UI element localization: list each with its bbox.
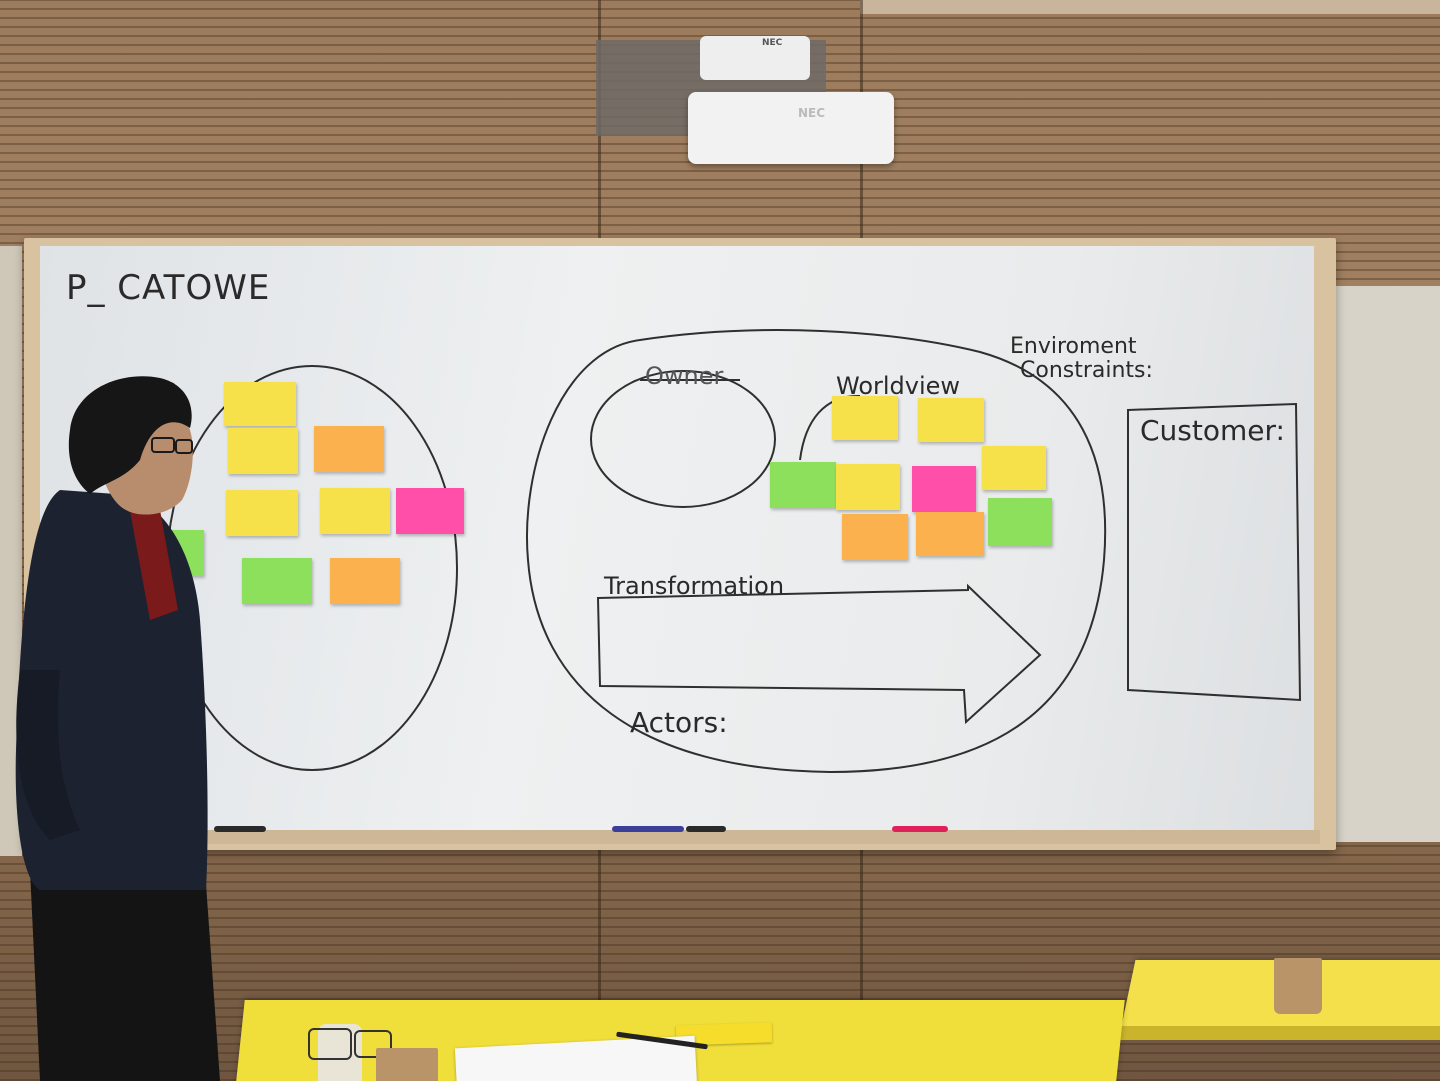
eyeglasses-icon <box>354 1030 392 1058</box>
sticky-note <box>396 488 464 534</box>
sticky-note <box>842 514 908 560</box>
customer-box <box>1127 402 1302 702</box>
sticky-note <box>918 398 984 442</box>
ceiling-edge <box>860 0 1440 14</box>
adjacent-board-left <box>0 246 22 856</box>
sticky-note <box>226 490 298 536</box>
marker[interactable] <box>214 826 266 832</box>
sticky-note <box>320 488 390 534</box>
sticky-note <box>314 426 384 472</box>
marker[interactable] <box>612 826 684 832</box>
constraints-label: Constraints: <box>1020 358 1153 383</box>
table-right-edge <box>1120 1026 1440 1040</box>
projector: NEC <box>688 92 894 164</box>
actors-label: Actors: <box>630 706 728 739</box>
sticky-note <box>832 396 898 440</box>
eyeglasses-icon <box>308 1028 352 1060</box>
worldview-label: Worldview <box>836 372 961 400</box>
sticky-note <box>224 382 296 426</box>
paper-cup <box>376 1048 438 1081</box>
presenter-legs <box>30 870 220 1081</box>
glasses-icon <box>151 437 193 454</box>
sticky-note <box>836 464 900 510</box>
presenter-arm <box>16 670 80 840</box>
customer-label: Customer: <box>1140 414 1285 447</box>
owner-label: Owner <box>645 362 724 390</box>
projector-top-unit: NEC <box>700 36 810 80</box>
owner-circle <box>590 370 776 508</box>
sticky-note <box>982 446 1046 490</box>
environment-label: Enviroment <box>1010 334 1137 359</box>
projector-brand-top: NEC <box>762 38 783 48</box>
presenter <box>15 376 220 1081</box>
paper-cup <box>1274 958 1322 1014</box>
marker-tray <box>196 830 1320 844</box>
board-title: P_ CATOWE <box>66 268 271 308</box>
sticky-note <box>770 462 836 508</box>
sticky-note <box>988 498 1052 546</box>
sticky-note <box>242 558 312 604</box>
sticky-note <box>916 512 984 556</box>
adjacent-board-right <box>1334 286 1440 842</box>
system-boundary-loop <box>526 329 1107 774</box>
marker[interactable] <box>892 826 948 832</box>
sticky-note <box>330 558 400 604</box>
presenter-sweater <box>128 500 178 620</box>
projector-brand: NEC <box>798 106 826 120</box>
transformation-label: Transformation <box>604 572 785 600</box>
sticky-note <box>912 466 976 512</box>
sticky-note <box>228 428 298 474</box>
presenter-hair <box>68 376 192 494</box>
transformation-arrow <box>596 583 1042 725</box>
whiteboard <box>40 246 1314 836</box>
marker[interactable] <box>686 826 726 832</box>
